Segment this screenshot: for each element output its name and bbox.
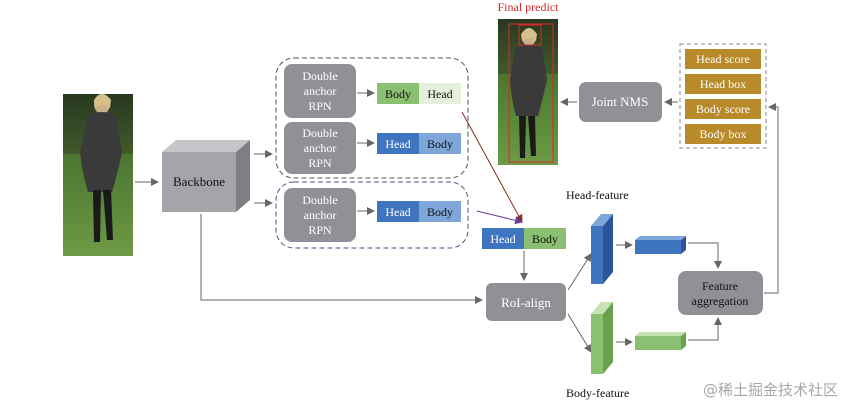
rpn-2-line3: RPN (308, 156, 332, 170)
body-feature-label: Body-feature (566, 386, 629, 400)
merged-body: Body (532, 232, 558, 246)
arrow-aggregation-to-outputs (764, 103, 779, 294)
arrow-head-vector-to-aggregation (688, 242, 722, 269)
output-body-box-label: Body box (699, 127, 746, 141)
watermark-text: @稀土掘金技术社区 (703, 381, 838, 399)
rpn-3-line3: RPN (308, 223, 332, 237)
person-photo-with-boxes-icon (510, 28, 547, 158)
arrow-roi-to-head-feature (567, 253, 592, 291)
rpn-2-line1: Double (302, 126, 337, 140)
rpn-group-dashed-2 (275, 181, 469, 249)
rpn-block-3: Double anchor RPN (284, 188, 356, 242)
tag-3-head: Head (385, 205, 410, 219)
output-head-box: Head box (685, 74, 761, 94)
feature-aggregation-block: Feature aggregation (678, 271, 763, 315)
final-body-box (508, 23, 554, 163)
merged-head: Head (490, 232, 515, 246)
rpn-3-line2: anchor (304, 208, 337, 222)
tag-head-body-2: Head Body (377, 133, 461, 154)
rpn-block-2: Double anchor RPN (284, 122, 356, 174)
head-feature-slab (591, 214, 613, 284)
tag-1-head: Head (427, 87, 452, 101)
tag-1-body: Body (385, 87, 411, 101)
feature-aggregation-line2: aggregation (692, 294, 749, 308)
tag-2-body: Body (427, 137, 453, 151)
body-feature-slab (591, 302, 613, 374)
rpn-1-line1: Double (302, 69, 337, 83)
rpn-group-dashed-1 (275, 57, 469, 179)
output-body-score: Body score (685, 99, 761, 119)
head-feature-vector (635, 236, 686, 254)
person-photo-icon (80, 94, 122, 242)
arrow-roi-to-body-feature (567, 313, 592, 353)
head-feature-label: Head-feature (566, 188, 629, 202)
feature-aggregation-line1: Feature (702, 279, 738, 293)
tag-3-body: Body (427, 205, 453, 219)
arrow-backbone-to-roi-align (200, 214, 483, 304)
final-head-box (518, 24, 542, 46)
tag-2-head: Head (385, 137, 410, 151)
final-predict-image (498, 19, 558, 165)
tag-head-body-merged: Head Body (482, 228, 566, 249)
joint-nms-label: Joint NMS (592, 94, 649, 109)
rpn-block-1: Double anchor RPN (284, 64, 356, 118)
tag-head-body-3: Head Body (377, 201, 461, 222)
backbone-label: Backbone (173, 174, 225, 189)
output-body-score-label: Body score (696, 102, 750, 116)
rpn-1-line2: anchor (304, 84, 337, 98)
output-head-box-label: Head box (700, 77, 746, 91)
joint-nms-block: Joint NMS (579, 82, 662, 122)
tag-body-head-1: Body Head (377, 83, 461, 104)
backbone-block: Backbone (162, 140, 250, 212)
outputs-dashed-box (679, 43, 767, 149)
input-image (63, 94, 133, 256)
output-head-score-label: Head score (696, 52, 750, 66)
arrow-body-vector-to-aggregation (688, 317, 722, 341)
output-head-score: Head score (685, 49, 761, 69)
rpn-3-line1: Double (302, 193, 337, 207)
roi-align-label: RoI-align (501, 295, 551, 310)
output-body-box: Body box (685, 124, 761, 144)
roi-align-block: RoI-align (486, 283, 566, 321)
body-feature-vector (635, 332, 686, 350)
final-predict-label: Final predict (498, 0, 560, 14)
rpn-2-line2: anchor (304, 141, 337, 155)
rpn-1-line3: RPN (308, 99, 332, 113)
arrow-tag1-to-merged (461, 111, 523, 223)
arrow-tag3-to-merged (476, 210, 523, 225)
